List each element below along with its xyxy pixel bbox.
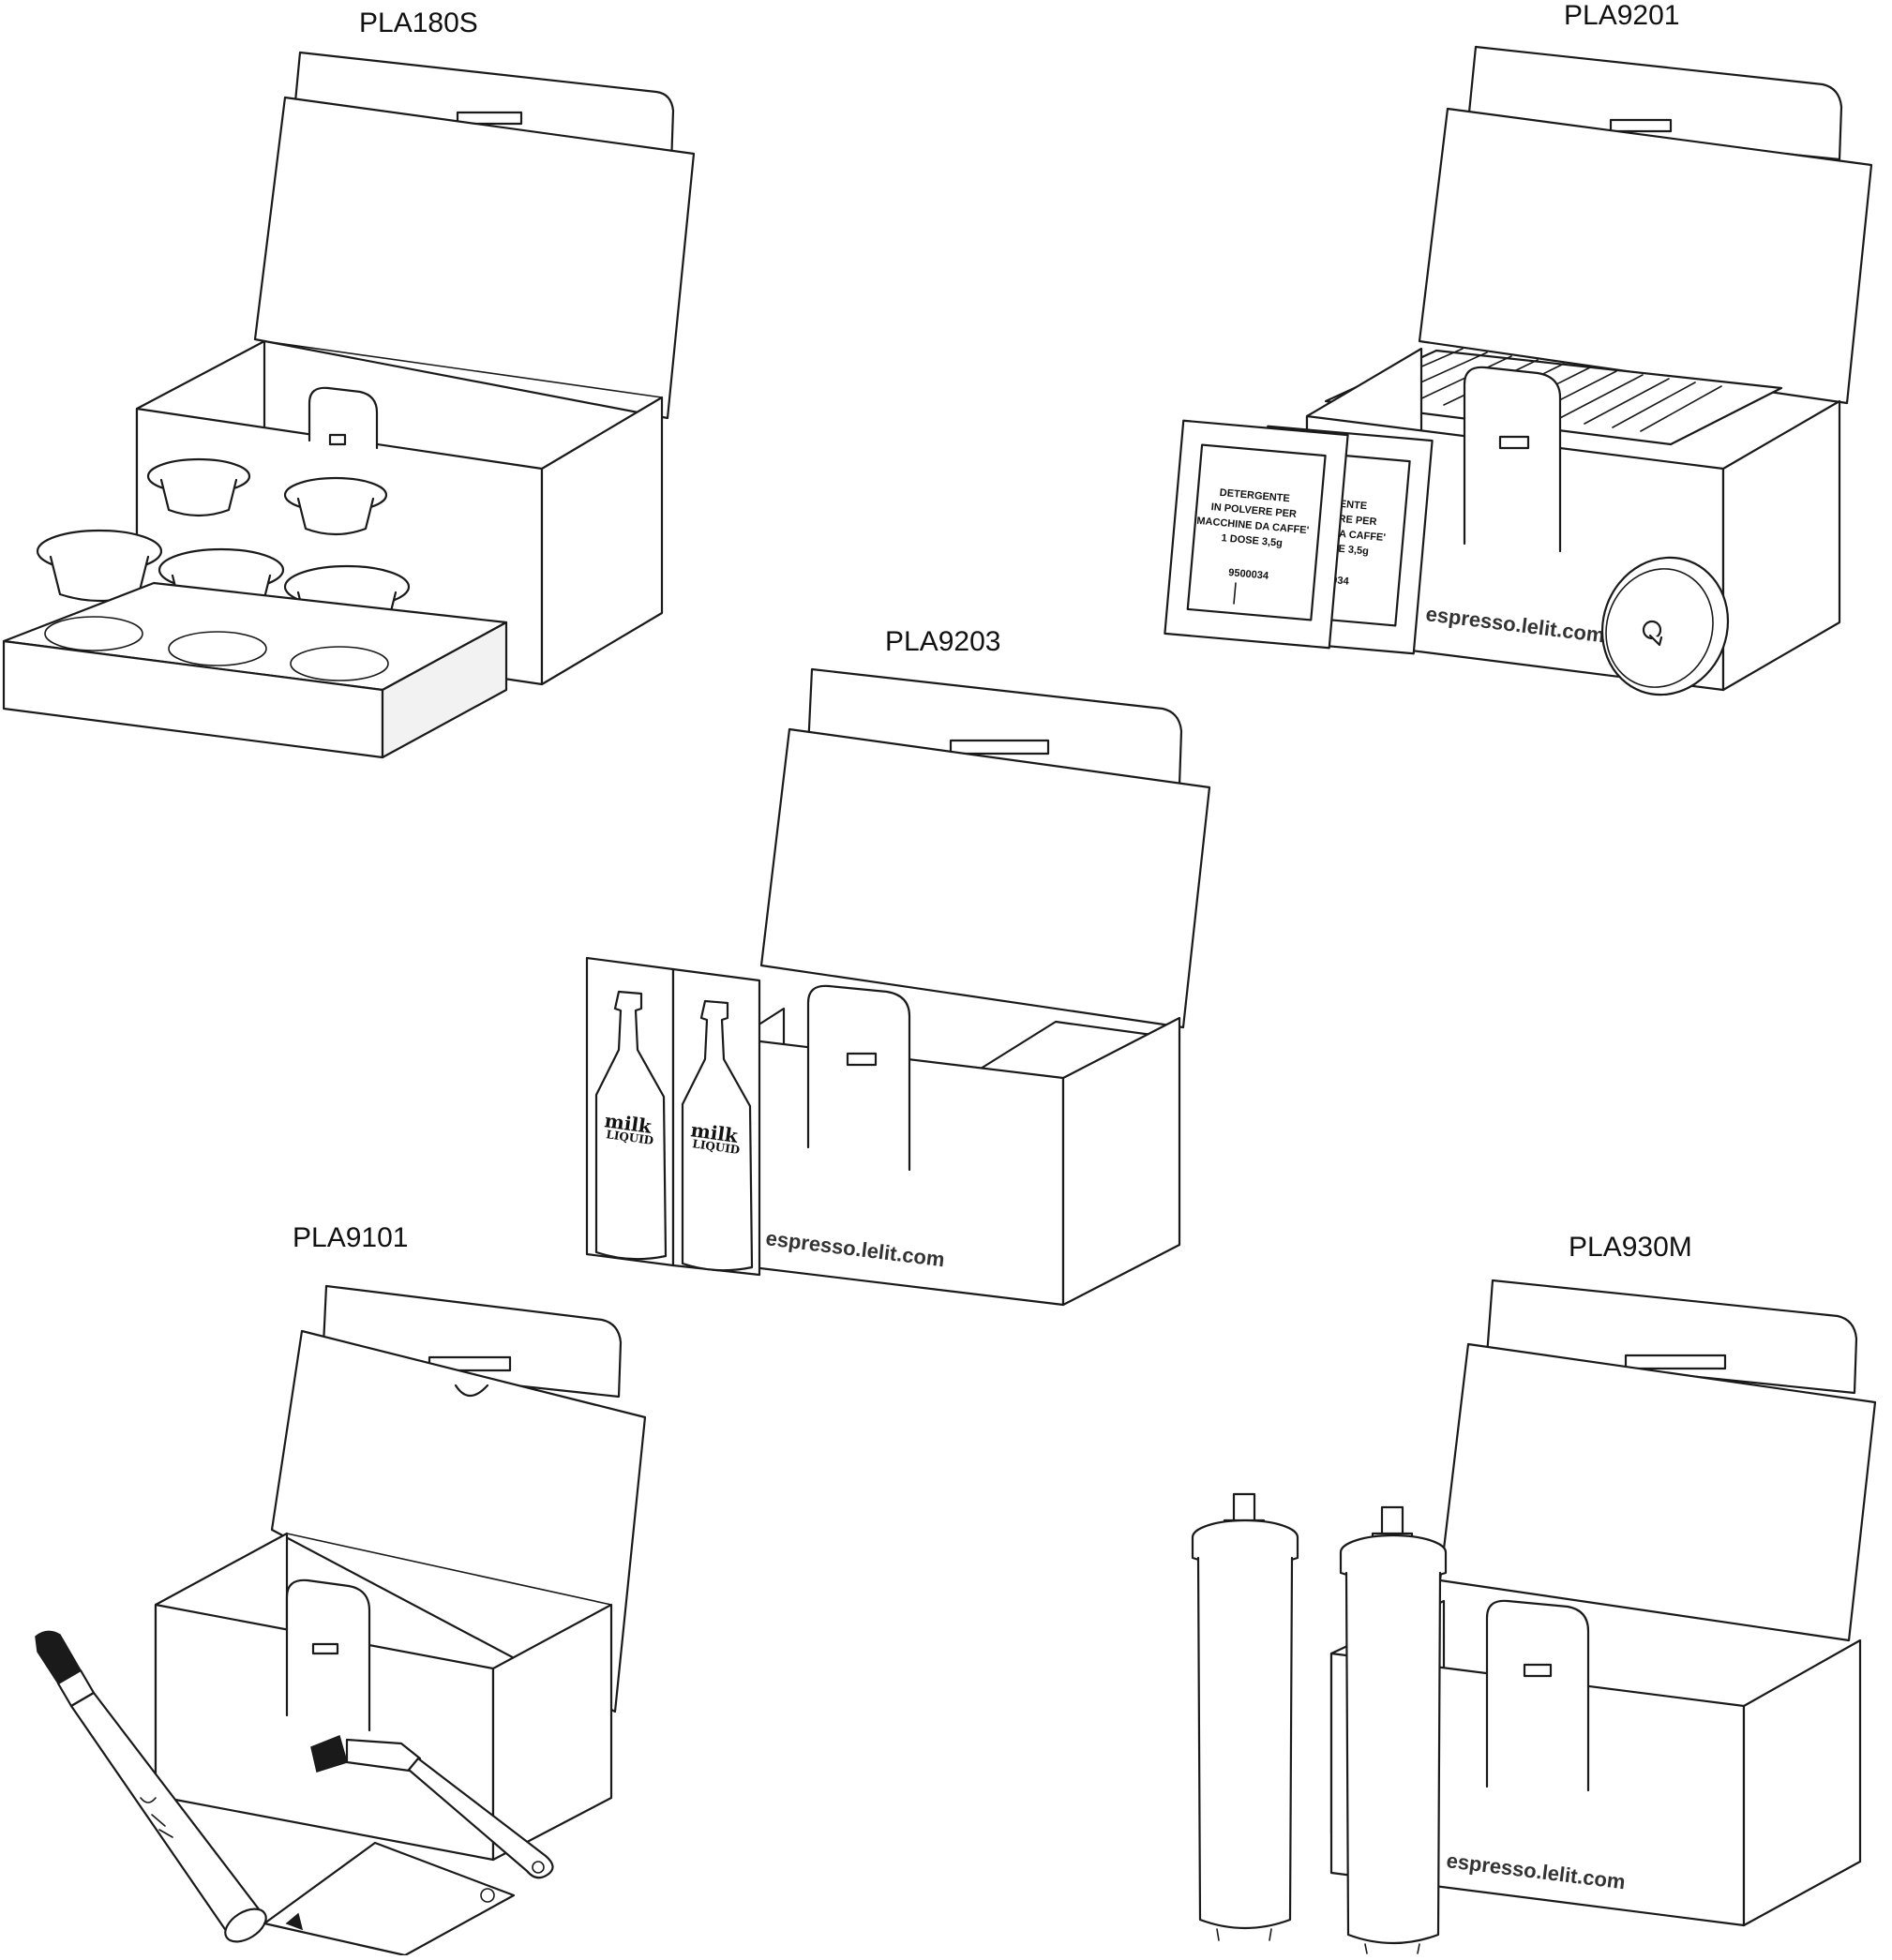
kit-code-label: PLA9201 bbox=[1564, 0, 1679, 31]
kit-pla9203: PLA9203 espresso.lelit.com milk LIQUID m… bbox=[585, 626, 1211, 1307]
sachet-code: 9500034 bbox=[1228, 567, 1270, 582]
cleaning-brush bbox=[310, 1734, 554, 1879]
center-divider bbox=[1463, 366, 1562, 553]
lid-thumb-notch bbox=[454, 1384, 489, 1398]
lid-tab-slot bbox=[1624, 1354, 1727, 1370]
blind-disc bbox=[1600, 556, 1730, 696]
kit-pla9201: PLA9201 espresso.lelit.com GENTE ERE PER… bbox=[1164, 0, 1873, 696]
box-inner-lid bbox=[1438, 1342, 1877, 1642]
center-divider bbox=[285, 1578, 371, 1732]
center-divider bbox=[1485, 1599, 1590, 1792]
sachet-front: DETERGENTE IN POLVERE PER MACCHINE DA CA… bbox=[1164, 419, 1349, 650]
divider-slot bbox=[328, 433, 347, 446]
scraper-card bbox=[263, 1841, 516, 1957]
box-inner-lid bbox=[253, 96, 696, 420]
divider-slot bbox=[1498, 435, 1530, 450]
kit-code-label: PLA930M bbox=[1569, 1232, 1692, 1263]
water-filter-cartridge-right bbox=[1339, 1505, 1448, 1954]
bottle-card-left: milk LIQUID bbox=[585, 956, 675, 1267]
kit-code-label: PLA9101 bbox=[293, 1222, 408, 1253]
box-side-panel bbox=[1742, 1638, 1862, 1927]
box-inner-lid bbox=[270, 1329, 647, 1713]
lid-tab-slot bbox=[456, 111, 523, 126]
box-inner-lid bbox=[759, 727, 1211, 1029]
box-back-edge bbox=[263, 340, 663, 398]
kit-code-label: PLA180S bbox=[359, 7, 478, 38]
kit-pla930m: PLA930M espresso.lelit.com bbox=[1191, 1232, 1877, 1954]
box-side-panel bbox=[491, 1603, 613, 1862]
water-filter-cartridge-left bbox=[1191, 1492, 1299, 1941]
kit-code-label: PLA9203 bbox=[885, 626, 1000, 657]
box-inner-lid bbox=[1418, 107, 1873, 405]
lid-tab-slot bbox=[1609, 118, 1673, 133]
center-divider bbox=[806, 984, 911, 1172]
svg-text:DA CAFFE': DA CAFFE' bbox=[1331, 528, 1387, 544]
kit-pla180s: PLA180S bbox=[2, 7, 696, 759]
divider-slot bbox=[1523, 1663, 1553, 1678]
box-side-panel bbox=[1061, 1016, 1181, 1307]
center-divider bbox=[308, 386, 379, 450]
box-side-panel bbox=[540, 396, 664, 686]
svg-text:ERE PER: ERE PER bbox=[1331, 513, 1377, 528]
marker-pen bbox=[35, 1630, 267, 1943]
sachet-text-line: 1 DOSE 3,5g bbox=[1221, 532, 1283, 549]
svg-text:SE 3,5g: SE 3,5g bbox=[1331, 543, 1370, 557]
box-side-panel bbox=[1721, 399, 1841, 692]
basket-tray-side bbox=[381, 621, 508, 759]
divider-slot bbox=[846, 1052, 878, 1067]
bottle-card-right: milk LIQUID bbox=[671, 967, 761, 1277]
divider-slot bbox=[311, 1642, 339, 1655]
kit-pla9101: PLA9101 bbox=[35, 1222, 647, 1957]
lid-tab-slot bbox=[949, 739, 1050, 756]
filter-baskets bbox=[36, 457, 411, 638]
